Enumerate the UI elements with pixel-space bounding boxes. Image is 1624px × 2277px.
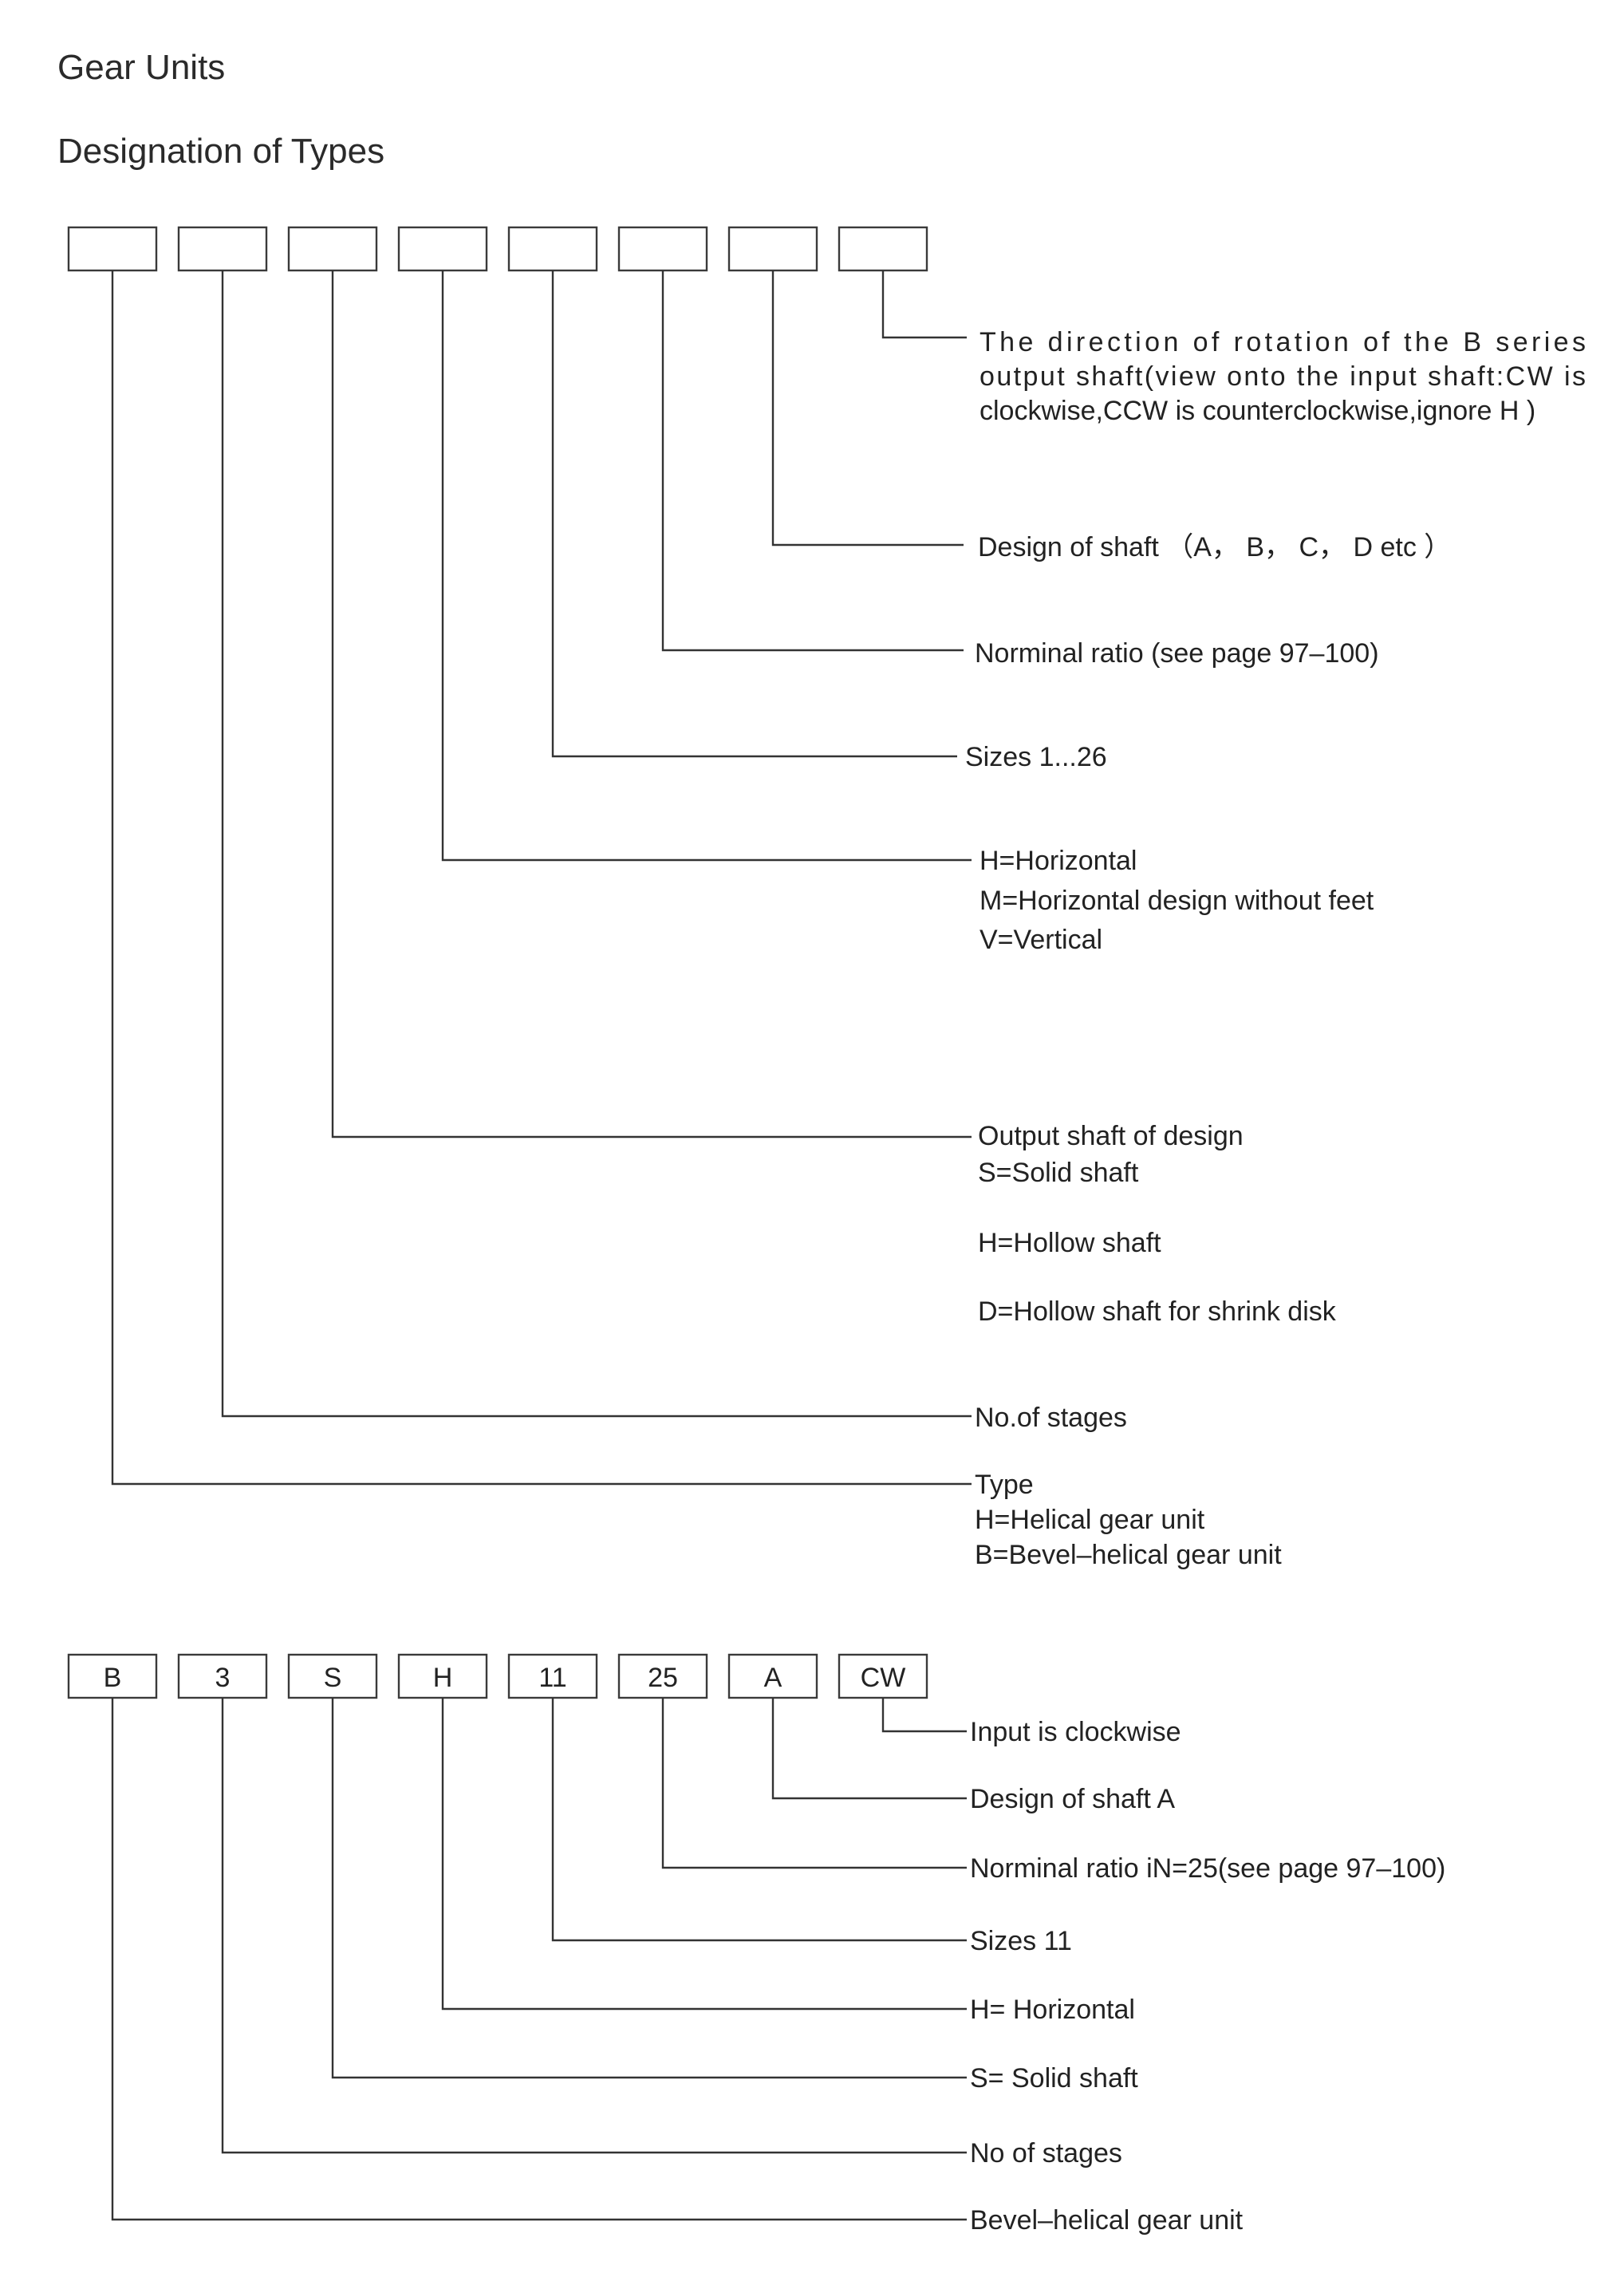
- description-6-line-1: Norminal ratio (see page 97–100): [975, 638, 1379, 669]
- example-description-7: Design of shaft A: [970, 1784, 1175, 1814]
- example-description-8: Input is clockwise: [970, 1717, 1181, 1747]
- example-description-6: Norminal ratio iN=25(see page 97–100): [970, 1853, 1445, 1884]
- description-7-line-1: Design of shaft （A， B， C， D etc ）: [978, 532, 1451, 562]
- example-code-box-2: [177, 1653, 268, 1699]
- description-8-line-1: The direction of rotation of the B serie…: [980, 327, 1586, 357]
- example-connector-line-1: [111, 1698, 967, 2221]
- connector-line-3: [331, 270, 972, 1138]
- connector-line-7: [771, 270, 964, 547]
- code-box-4: [397, 226, 488, 272]
- description-3-line-3: H=Hollow shaft: [978, 1228, 1161, 1258]
- connector-line-5: [551, 270, 957, 758]
- example-connector-line-8: [881, 1698, 967, 1733]
- description-3-line-4: D=Hollow shaft for shrink disk: [978, 1296, 1337, 1327]
- description-1-line-1: Type: [975, 1470, 1034, 1500]
- example-code-letter-1: B: [104, 1663, 122, 1693]
- example-code-letter-7: A: [764, 1663, 782, 1693]
- description-4-line-2: M=Horizontal design without feet: [980, 886, 1374, 916]
- description-1-line-3: B=Bevel–helical gear unit: [975, 1540, 1282, 1570]
- page-subtitle: Designation of Types: [57, 132, 385, 171]
- description-3-line-2: S=Solid shaft: [978, 1158, 1139, 1188]
- page-title: Gear Units: [57, 48, 226, 87]
- description-3-line-1: Output shaft of design: [978, 1121, 1244, 1151]
- example-description-5: Sizes 11: [970, 1926, 1072, 1956]
- connector-line-8: [881, 270, 967, 339]
- example-code-box-5: [507, 1653, 598, 1699]
- code-box-8: [838, 226, 928, 272]
- description-4-line-1: H=Horizontal: [980, 846, 1137, 876]
- connector-line-2: [221, 270, 972, 1418]
- code-box-1: [67, 226, 158, 272]
- example-description-4: H= Horizontal: [970, 1995, 1135, 2025]
- description-2-line-1: No.of stages: [975, 1403, 1127, 1433]
- description-5-line-1: Sizes 1...26: [965, 742, 1107, 772]
- example-connector-line-4: [441, 1698, 967, 2011]
- example-code-box-7: [727, 1653, 818, 1699]
- code-box-5: [507, 226, 598, 272]
- code-box-7: [727, 226, 818, 272]
- description-1-line-2: H=Helical gear unit: [975, 1505, 1205, 1535]
- code-box-2: [177, 226, 268, 272]
- example-description-1: Bevel–helical gear unit: [970, 2205, 1244, 2236]
- code-box-6: [617, 226, 708, 272]
- description-8-line-2: output shaft(view onto the input shaft:C…: [980, 361, 1586, 392]
- code-box-3: [287, 226, 378, 272]
- example-connector-line-6: [661, 1698, 967, 1869]
- example-code-letter-8: CW: [861, 1663, 906, 1693]
- example-code-letter-5: 11: [538, 1663, 566, 1693]
- example-code-letter-6: 25: [648, 1663, 678, 1693]
- connector-line-4: [441, 270, 972, 862]
- example-code-box-6: [617, 1653, 708, 1699]
- example-description-3: S= Solid shaft: [970, 2063, 1138, 2093]
- description-8-line-3: clockwise,CCW is counterclockwise,ignore…: [980, 396, 1535, 426]
- example-code-letter-3: S: [324, 1663, 342, 1693]
- example-description-2: No of stages: [970, 2138, 1122, 2168]
- connector-line-1: [111, 270, 972, 1486]
- example-connector-line-3: [331, 1698, 967, 2079]
- example-code-letter-4: H: [433, 1663, 453, 1693]
- example-connector-line-7: [771, 1698, 967, 1800]
- example-code-box-3: [287, 1653, 378, 1699]
- example-code-box-8: [838, 1653, 928, 1699]
- example-connector-line-2: [221, 1698, 967, 2154]
- description-4-line-3: V=Vertical: [980, 925, 1102, 955]
- connector-line-6: [661, 270, 964, 652]
- example-code-letter-2: 3: [215, 1663, 231, 1693]
- example-connector-line-5: [551, 1698, 967, 1942]
